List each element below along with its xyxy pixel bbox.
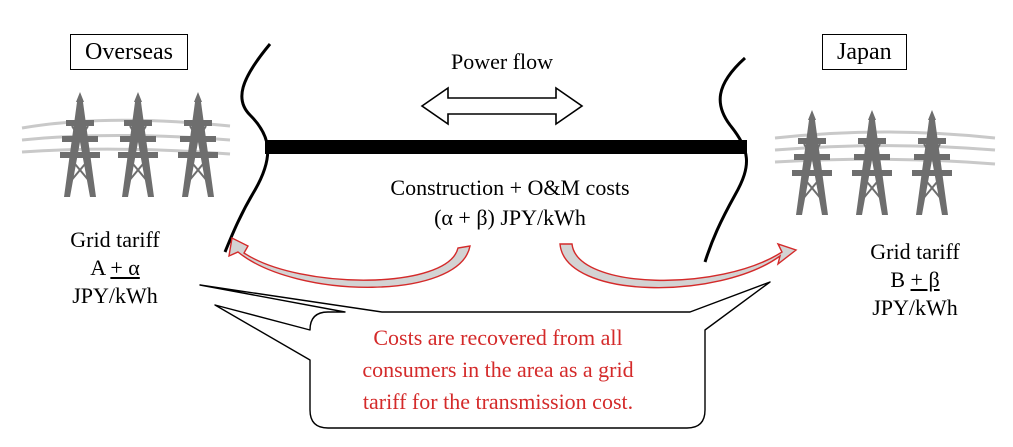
japan-tariff-title: Grid tariff (870, 239, 960, 264)
cost-recovery-callout: Costs are recovered from all consumers i… (318, 322, 678, 418)
allocation-arrow-right (559, 242, 798, 289)
japan-tariff-unit: JPY/kWh (872, 295, 958, 320)
overseas-tariff-unit: JPY/kWh (72, 283, 158, 308)
left-coastline (223, 43, 272, 253)
japan-towers-illustration (774, 109, 996, 216)
construction-om-costs-label: Construction + O&M costs (390, 175, 630, 200)
japan-region-label: Japan (822, 34, 907, 70)
transmission-cable (265, 140, 747, 154)
overseas-tariff-base: A (90, 255, 111, 280)
overseas-towers-illustration (21, 91, 231, 198)
overseas-tariff-addend: + α (110, 255, 140, 280)
allocation-arrow-left (228, 236, 471, 288)
callout-line-1: Costs are recovered from all (373, 325, 623, 350)
japan-tariff-addend: + β (910, 267, 940, 292)
overseas-tariff-formula: A + α (40, 254, 190, 282)
callout-line-2: consumers in the area as a grid (362, 357, 634, 382)
overseas-tariff-title: Grid tariff (70, 227, 160, 252)
cost-per-kwh-label: (α + β) JPY/kWh (434, 205, 586, 230)
overseas-region-label: Overseas (70, 34, 188, 70)
japan-tariff-formula: B + β (840, 266, 990, 294)
power-flow-double-arrow (420, 86, 584, 126)
callout-line-3: tariff for the transmission cost. (362, 389, 634, 414)
callout-bubble (199, 281, 771, 429)
right-coastline (703, 56, 748, 263)
japan-tariff-base: B (890, 267, 911, 292)
power-flow-label: Power flow (450, 49, 554, 74)
